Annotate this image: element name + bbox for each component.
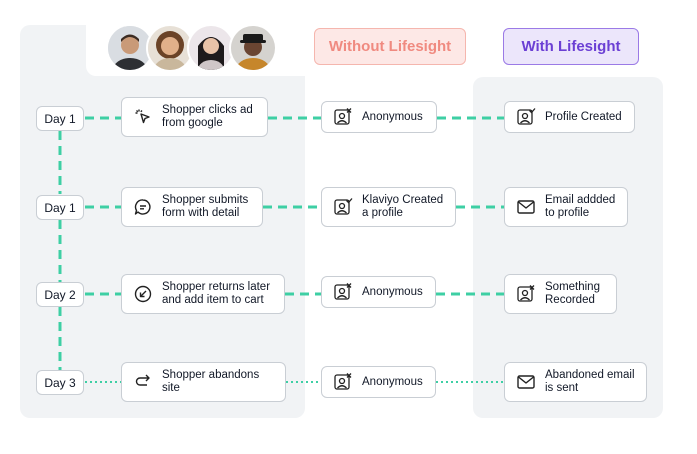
anonymous-profile-icon	[332, 371, 354, 393]
status-text: Email addded to profile	[545, 194, 616, 219]
without-lifesight-header: Without Lifesight	[314, 28, 466, 65]
step-text: Shopper returns later and add item to ca…	[162, 281, 271, 306]
with-status-card: Something Recorded	[504, 274, 617, 314]
without-status-card: Anonymous	[321, 366, 436, 398]
step-text: Shopper abandons site	[162, 369, 260, 394]
with-status-card: Email addded to profile	[504, 187, 628, 227]
anonymous-profile-icon	[332, 106, 354, 128]
with-lifesight-header: With Lifesight	[503, 28, 639, 65]
day-badge: Day 2	[36, 282, 84, 307]
day-badge: Day 1	[36, 195, 84, 220]
without-status-card: Anonymous	[321, 276, 436, 308]
redo-arrow-icon	[132, 371, 154, 393]
avatar	[146, 24, 194, 72]
without-status-card: Klaviyo Created a profile	[321, 187, 456, 227]
anonymous-profile-icon	[515, 283, 537, 305]
step-text: Shopper submits form with detail	[162, 194, 249, 219]
person-1-avatar-icon	[108, 26, 152, 70]
status-text: Anonymous	[362, 285, 423, 298]
chat-icon	[132, 196, 154, 218]
return-arrow-icon	[132, 283, 154, 305]
profile-check-icon	[515, 106, 537, 128]
status-text: Anonymous	[362, 110, 423, 123]
day-badge: Day 3	[36, 370, 84, 395]
right-panel	[473, 77, 663, 418]
step-card: Shopper returns later and add item to ca…	[121, 274, 285, 314]
status-text: Profile Created	[545, 110, 622, 123]
avatar	[229, 24, 277, 72]
cursor-click-icon	[132, 106, 154, 128]
step-card: Shopper submits form with detail	[121, 187, 263, 227]
person-4-avatar-icon	[231, 26, 275, 70]
person-3-avatar-icon	[189, 26, 233, 70]
without-status-card: Anonymous	[321, 101, 437, 133]
anonymous-profile-icon	[332, 281, 354, 303]
step-card: Shopper clicks ad from google	[121, 97, 268, 137]
mail-icon	[515, 371, 537, 393]
with-status-card: Profile Created	[504, 101, 635, 133]
status-text: Something Recorded	[545, 281, 600, 306]
status-text: Anonymous	[362, 375, 423, 388]
step-card: Shopper abandons site	[121, 362, 286, 402]
step-text: Shopper clicks ad from google	[162, 104, 253, 129]
mail-icon	[515, 196, 537, 218]
day-badge: Day 1	[36, 106, 84, 131]
with-status-card: Abandoned email is sent	[504, 362, 647, 402]
status-text: Abandoned email is sent	[545, 369, 635, 394]
person-2-avatar-icon	[148, 26, 192, 70]
profile-check-icon	[332, 196, 354, 218]
status-text: Klaviyo Created a profile	[362, 194, 444, 219]
